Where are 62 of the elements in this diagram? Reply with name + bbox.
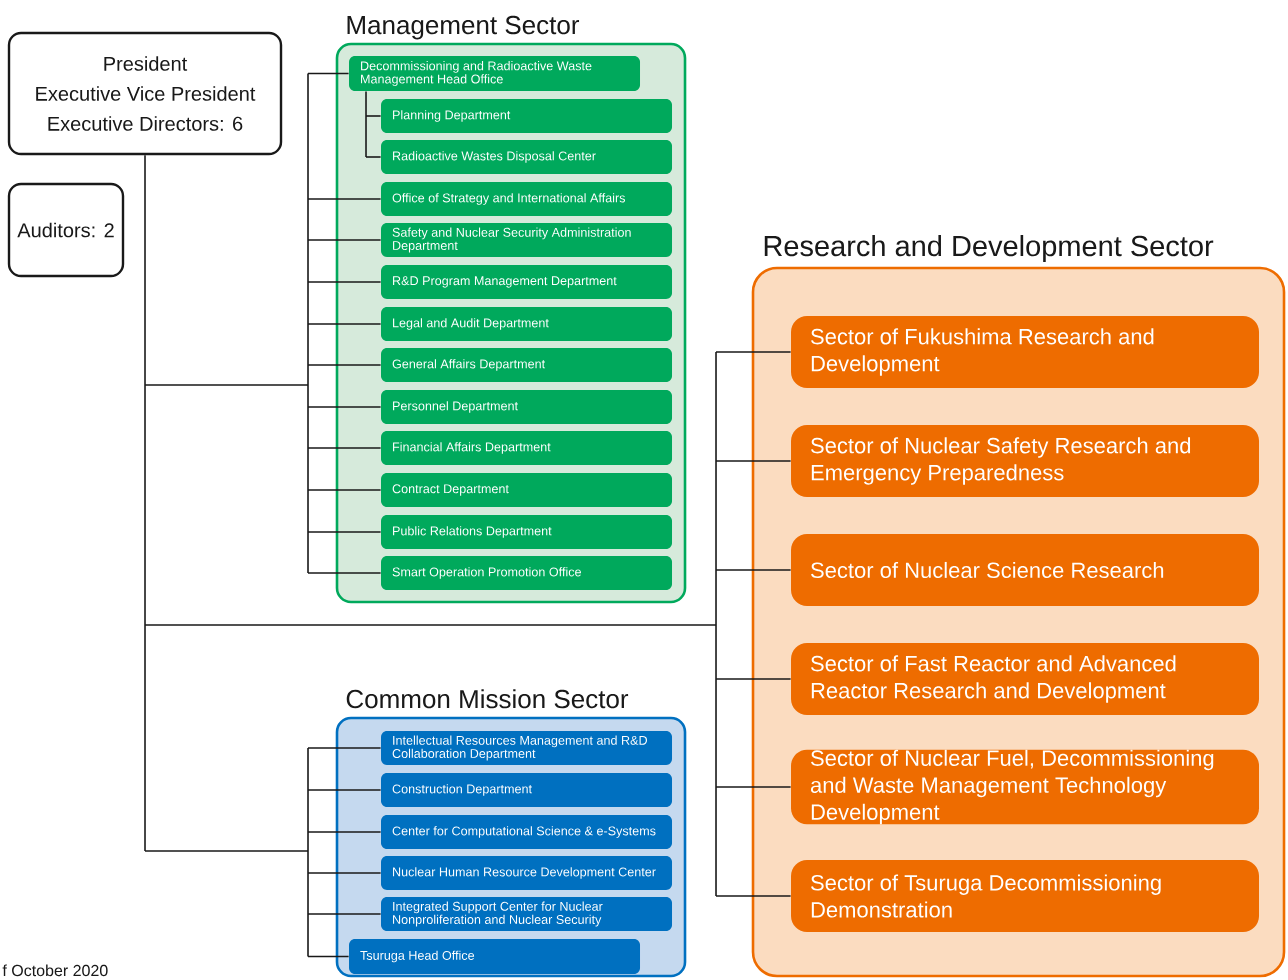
connector-line xyxy=(307,913,382,915)
connector-line xyxy=(307,239,382,241)
connector-line xyxy=(144,351,717,897)
connector-line xyxy=(307,323,382,325)
connector-line xyxy=(365,115,382,117)
department-box: Smart Operation Promotion Office xyxy=(381,556,672,590)
department-box: Integrated Support Center for Nuclear Nonproliferation and Nuclear Security xyxy=(381,897,672,931)
department-box: Intellectual Resources Management and R&D Collaboration Department xyxy=(381,731,672,765)
connector-line xyxy=(307,747,382,749)
connector-line xyxy=(307,281,382,283)
connector-line xyxy=(715,678,792,680)
department-box: Office of Strategy and International Affairs xyxy=(381,182,672,216)
department-box: Radioactive Wastes Disposal Center xyxy=(381,140,672,174)
sector-box: Sector of Fast Reactor and Advanced Reactor Research and Development xyxy=(791,643,1259,715)
connector-line xyxy=(715,786,792,788)
department-box: Tsuruga Head Office xyxy=(349,939,640,974)
connector-line xyxy=(715,569,792,571)
connector-line xyxy=(307,489,382,491)
connector-line xyxy=(307,789,382,791)
connector-line xyxy=(307,872,382,874)
connector-line xyxy=(307,447,382,449)
department-box: Decommissioning and Radioactive Waste Management Head Office xyxy=(349,56,640,91)
top-box: President Executive Vice President Executive Directors: 6 xyxy=(7,31,283,156)
department-box: Construction Department xyxy=(381,773,672,807)
connector-line xyxy=(144,747,309,958)
connector-line xyxy=(307,72,350,75)
department-box: Financial Affairs Department xyxy=(381,431,672,465)
sector-heading: Management Sector xyxy=(347,15,580,40)
top-box: Auditors: 2 xyxy=(7,182,125,278)
department-box: Personnel Department xyxy=(381,390,672,424)
connector-line xyxy=(715,895,792,897)
department-box: General Affairs Department xyxy=(381,348,672,382)
connector-line xyxy=(715,460,792,462)
connector-line xyxy=(307,364,382,366)
connector-line xyxy=(365,90,367,158)
sector-box: Sector of Nuclear Science Research xyxy=(791,534,1259,606)
connector-line xyxy=(144,154,146,852)
department-box: Planning Department xyxy=(381,99,672,133)
sector-box: Sector of Nuclear Fuel, Decommissioning and Waste Management Technology Development xyxy=(791,749,1259,825)
connector-line xyxy=(365,156,382,158)
note-text: f October 2020 xyxy=(2,964,108,977)
node-label: Tsuruga Head Office xyxy=(360,950,475,963)
sector-heading: Research and Development Sector xyxy=(764,235,1214,263)
connector-line xyxy=(144,72,309,574)
department-box: Public Relations Department xyxy=(381,515,672,549)
connector-line xyxy=(307,198,382,200)
connector-line xyxy=(307,406,382,408)
department-box: Safety and Nuclear Security Administration Department xyxy=(381,223,672,257)
connector-line xyxy=(307,572,382,574)
sector-box: Sector of Tsuruga Decommissioning Demonstration xyxy=(791,860,1259,932)
connector-line xyxy=(307,955,350,958)
connector-line xyxy=(307,831,382,833)
department-box: Nuclear Human Resource Development Center xyxy=(381,856,672,890)
department-box: Center for Computational Science & e-Systems xyxy=(381,815,672,849)
department-box: Legal and Audit Department xyxy=(381,307,672,341)
department-box: Contract Department xyxy=(381,473,672,507)
connector-line xyxy=(715,351,792,353)
connector-line xyxy=(307,531,382,533)
department-box: R&D Program Management Department xyxy=(381,265,672,299)
sector-box: Sector of Fukushima Research and Development xyxy=(791,316,1259,388)
sector-box: Sector of Nuclear Safety Research and Emergency Preparedness xyxy=(791,425,1259,497)
sector-heading: Common Mission Sector xyxy=(346,689,629,709)
